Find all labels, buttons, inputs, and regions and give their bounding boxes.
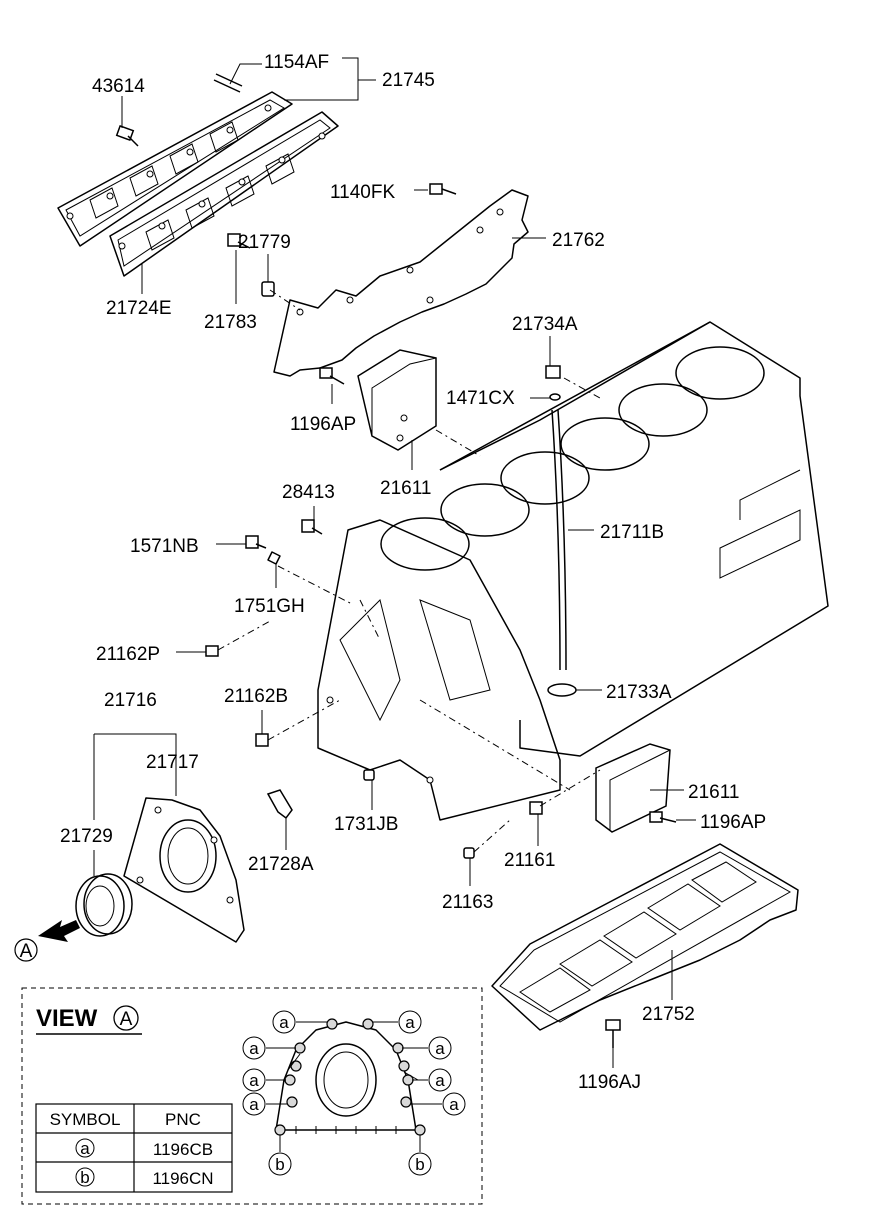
svg-text:a: a bbox=[435, 1039, 445, 1058]
stud-bolt-icon bbox=[213, 73, 243, 93]
dowel-21779-icon bbox=[261, 281, 275, 297]
svg-text:a: a bbox=[249, 1039, 259, 1058]
svg-text:a: a bbox=[279, 1013, 289, 1032]
label-21717: 21717 bbox=[146, 752, 199, 773]
label-21163: 21163 bbox=[442, 892, 493, 913]
seal-housing-21717 bbox=[123, 797, 245, 943]
table-row-symbol-a: a bbox=[80, 1139, 90, 1158]
svg-text:a: a bbox=[449, 1095, 459, 1114]
label-21734A: 21734A bbox=[512, 314, 578, 335]
mount-bracket-bottom bbox=[595, 743, 671, 833]
view-a-marker: A bbox=[14, 938, 38, 962]
label-21752: 21752 bbox=[642, 1004, 695, 1025]
bolt-43614-icon bbox=[115, 124, 139, 147]
dipstick-tube bbox=[545, 365, 577, 697]
symbol-table: SYMBOL PNC a 1196CB b 1196CN bbox=[35, 1103, 233, 1193]
bolt-1140FK-icon bbox=[429, 183, 457, 195]
callout-a-7: a bbox=[242, 1092, 266, 1116]
bolt-21783-icon bbox=[227, 233, 251, 249]
gasket-plate-front bbox=[109, 111, 339, 277]
table-header-pnc: PNC bbox=[165, 1110, 201, 1129]
callout-a-8: a bbox=[442, 1092, 466, 1116]
label-21162P: 21162P bbox=[96, 644, 160, 665]
label-21745: 21745 bbox=[382, 70, 435, 91]
callout-b-1: b bbox=[268, 1152, 292, 1176]
ladder-frame-gasket-21752 bbox=[491, 843, 799, 1031]
label-21716: 21716 bbox=[104, 690, 157, 711]
pin-1731JB-icon bbox=[363, 769, 375, 781]
label-1571NB: 1571NB bbox=[130, 536, 199, 557]
view-a-arrow-icon bbox=[38, 920, 80, 942]
label-1471CX: 1471CX bbox=[446, 388, 515, 409]
callout-a-5: a bbox=[242, 1068, 266, 1092]
svg-text:b: b bbox=[415, 1155, 424, 1174]
svg-text:a: a bbox=[435, 1071, 445, 1090]
label-1196AJ: 1196AJ bbox=[578, 1072, 641, 1093]
table-row-symbol-b: b bbox=[80, 1168, 89, 1187]
svg-text:a: a bbox=[249, 1071, 259, 1090]
leader-lines bbox=[93, 57, 696, 1068]
engine-block-front-face bbox=[317, 519, 561, 821]
label-1154AF: 1154AF bbox=[264, 52, 329, 73]
svg-text:a: a bbox=[249, 1095, 259, 1114]
label-21733A: 21733A bbox=[606, 682, 672, 703]
label-21611-top: 21611 bbox=[380, 478, 431, 499]
label-1196AP-top: 1196AP bbox=[290, 414, 356, 435]
table-header-symbol: SYMBOL bbox=[50, 1110, 121, 1129]
view-symbol-callouts: a a a a a a a a b b bbox=[242, 1010, 466, 1176]
callout-b-2: b bbox=[408, 1152, 432, 1176]
table-row-pnc-b: 1196CN bbox=[152, 1169, 213, 1188]
label-43614: 43614 bbox=[92, 76, 145, 97]
label-28413: 28413 bbox=[282, 482, 335, 503]
label-21729: 21729 bbox=[60, 826, 113, 847]
label-21611-bottom: 21611 bbox=[688, 782, 739, 803]
label-21762: 21762 bbox=[552, 230, 605, 251]
callout-a-2: a bbox=[398, 1010, 422, 1034]
plug-1571NB-icon bbox=[245, 535, 267, 549]
cover-plate-21762 bbox=[273, 189, 529, 377]
assembly-dash-lines bbox=[217, 289, 601, 853]
plug-21162B-icon bbox=[255, 733, 269, 747]
bolt-1196AP-bottom-icon bbox=[649, 811, 677, 823]
label-21779: 21779 bbox=[238, 232, 291, 253]
label-21162B: 21162B bbox=[224, 686, 288, 707]
label-1196AP-bottom: 1196AP bbox=[700, 812, 766, 833]
callout-a-3: a bbox=[242, 1036, 266, 1060]
label-1751GH: 1751GH bbox=[234, 596, 305, 617]
label-21161: 21161 bbox=[504, 850, 555, 871]
callout-a-4: a bbox=[428, 1036, 452, 1060]
plug-28413-icon bbox=[301, 519, 323, 535]
pin-21163-icon bbox=[463, 847, 475, 859]
plug-21161-icon bbox=[529, 801, 543, 815]
label-1140FK: 1140FK bbox=[330, 182, 395, 203]
callout-a-6: a bbox=[428, 1068, 452, 1092]
label-21724E: 21724E bbox=[106, 298, 172, 319]
gasket-plate-rear bbox=[57, 91, 293, 247]
label-1731JB: 1731JB bbox=[334, 814, 398, 835]
engine-block bbox=[380, 321, 829, 757]
view-a-inset: VIEW A SYMBOL PNC a 1196CB b 1196CN bbox=[21, 987, 483, 1205]
oil-seal-21729 bbox=[75, 873, 133, 937]
bolt-1196AP-top-icon bbox=[319, 367, 345, 385]
view-symbol-leaders bbox=[266, 1021, 442, 1152]
part-number-labels: 1154AF 21745 43614 1140FK 21762 21779 21… bbox=[60, 52, 766, 1093]
view-housing-drawing bbox=[274, 1018, 426, 1136]
bolt-1196AJ-icon bbox=[605, 1019, 621, 1048]
view-title: VIEW bbox=[36, 1005, 98, 1032]
bracket-21728A-icon bbox=[266, 789, 293, 820]
label-21728A: 21728A bbox=[248, 854, 314, 875]
mount-bracket-top bbox=[357, 349, 437, 451]
view-title-letter: A bbox=[120, 1009, 133, 1030]
callout-a-1: a bbox=[272, 1010, 296, 1034]
label-21711B: 21711B bbox=[600, 522, 664, 543]
plug-21162P-icon bbox=[205, 645, 219, 657]
view-a-marker-letter: A bbox=[20, 941, 33, 962]
svg-text:b: b bbox=[275, 1155, 284, 1174]
washer-1751GH-icon bbox=[267, 551, 281, 565]
label-21783: 21783 bbox=[204, 312, 257, 333]
svg-text:a: a bbox=[405, 1013, 415, 1032]
table-row-pnc-a: 1196CB bbox=[153, 1140, 213, 1159]
